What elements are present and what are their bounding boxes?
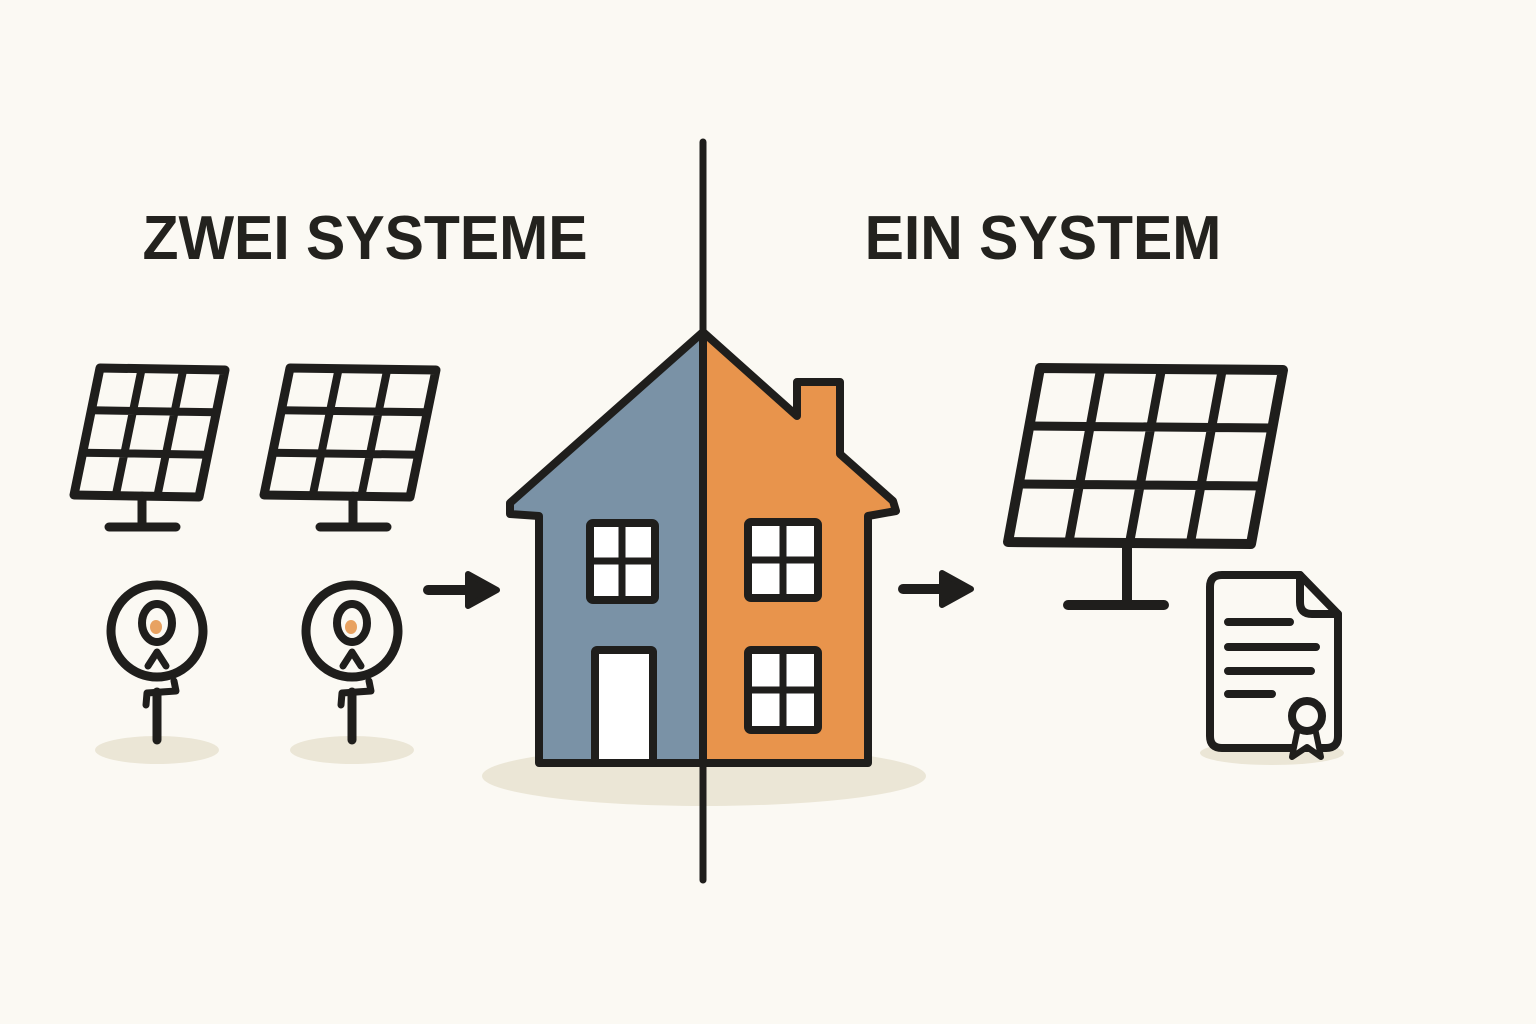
electric-meter-icon bbox=[301, 580, 403, 745]
panel-grid bbox=[78, 364, 221, 501]
arrow-right-icon bbox=[898, 570, 974, 608]
right-section-title: EIN SYSTEM bbox=[864, 204, 1222, 273]
seal-circle bbox=[1288, 697, 1326, 735]
meter-indicator-dot bbox=[150, 620, 162, 634]
arrow-right-icon bbox=[423, 571, 500, 609]
meter-shadow-1 bbox=[95, 736, 219, 764]
document-text-lines bbox=[1224, 618, 1320, 698]
panel-stand bbox=[104, 491, 181, 532]
meter-needle bbox=[339, 648, 365, 670]
solar-panel-icon bbox=[69, 363, 230, 532]
left-section-title: ZWEI SYSTEME bbox=[142, 204, 588, 273]
panel-grid bbox=[1014, 364, 1277, 548]
window-mullions bbox=[744, 646, 822, 734]
panel-stand bbox=[315, 491, 392, 532]
meter-shadow-2 bbox=[290, 736, 414, 764]
ink-art bbox=[69, 138, 1342, 884]
meter-indicator-dot bbox=[345, 620, 357, 634]
panel-frame bbox=[259, 363, 441, 502]
window-mullions bbox=[586, 519, 659, 604]
solar-panel-icon bbox=[259, 363, 441, 532]
panel-stand bbox=[1063, 538, 1169, 610]
solar-panel-icon bbox=[1003, 363, 1288, 610]
house-door bbox=[591, 646, 657, 767]
panel-frame bbox=[69, 363, 230, 502]
document-fold bbox=[1296, 571, 1342, 618]
certificate-document-icon bbox=[1206, 571, 1342, 760]
window-mullions bbox=[744, 518, 822, 602]
panel-grid bbox=[268, 364, 432, 501]
electric-meter-icon bbox=[106, 580, 208, 745]
arrow-head bbox=[465, 571, 500, 609]
arrow-head bbox=[939, 570, 974, 608]
meter-needle bbox=[144, 648, 170, 670]
